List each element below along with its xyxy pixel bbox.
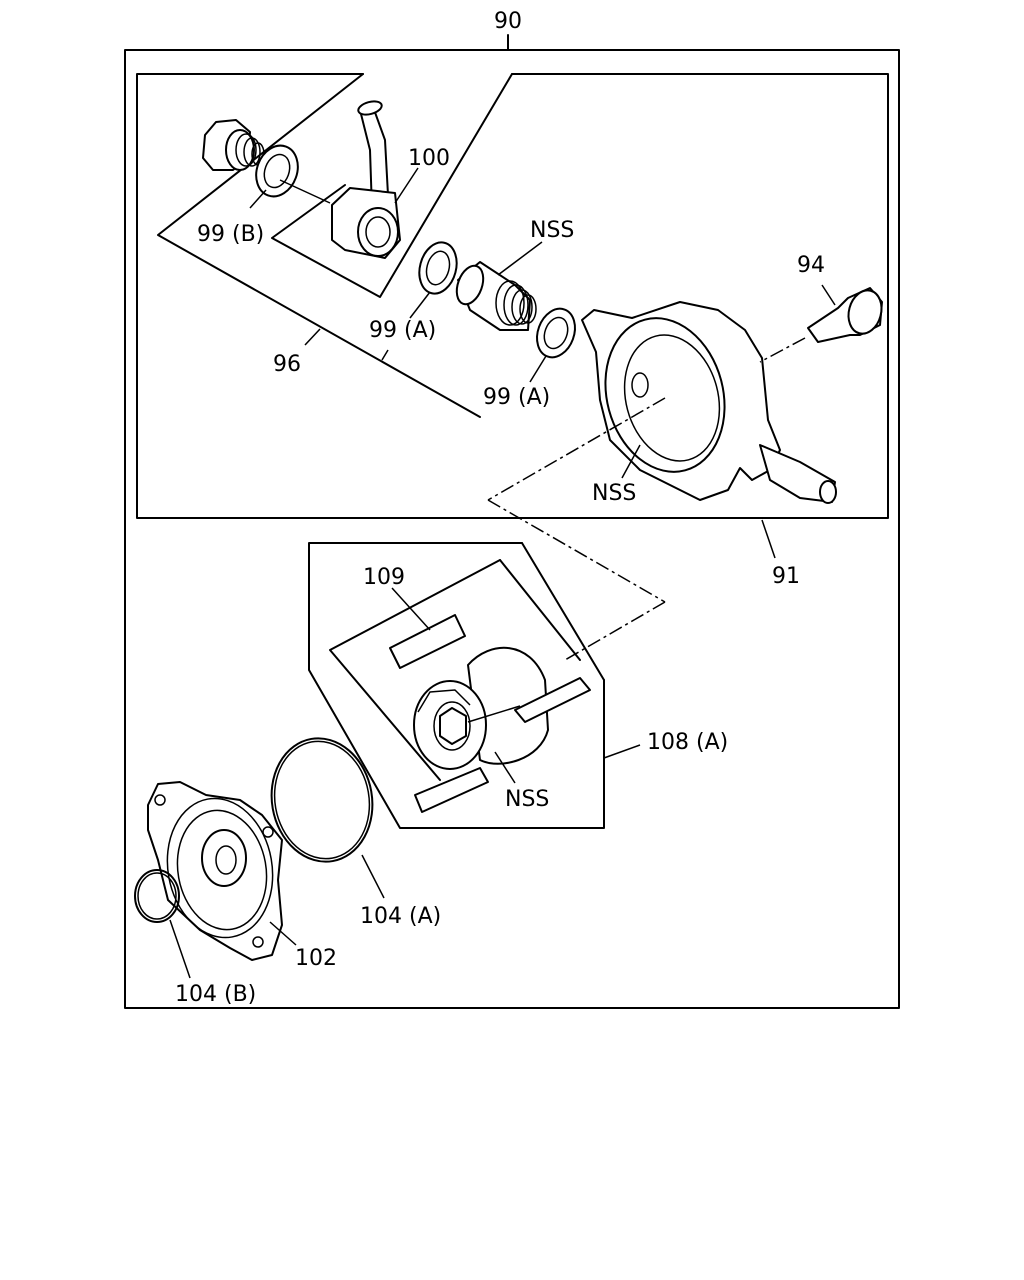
part-banjo-bolt-94: 94 [759, 253, 883, 363]
assembly-frame: 90 [124, 9, 900, 1009]
part-washer-99a-left: 99 (A) [369, 241, 458, 361]
part-banjo-fitting-100: 100 [331, 100, 450, 259]
label-109: 109 [363, 565, 405, 590]
label-104a: 104 (A) [360, 904, 441, 929]
part-o-ring-104a: 104 (A) [270, 737, 441, 929]
label-99b: 99 (B) [197, 222, 264, 247]
part-cover-plate-102: 102 [147, 781, 337, 971]
label-104b: 104 (B) [175, 982, 256, 1007]
label-102: 102 [295, 946, 337, 971]
subassembly-96-bracket: 96 [157, 73, 513, 418]
label-108a: 108 (A) [647, 730, 728, 755]
part-washer-99a-right: 99 (A) [483, 307, 576, 410]
part-cam-ring [413, 646, 549, 770]
label-99a-1: 99 (A) [369, 318, 436, 343]
label-91: 91 [772, 564, 800, 589]
part-hollow-bolt: NSS [455, 218, 574, 331]
label-94: 94 [797, 253, 825, 278]
label-nss-2: NSS [592, 481, 636, 506]
part-hex-fitting [202, 119, 265, 171]
label-99a-2: 99 (A) [483, 385, 550, 410]
label-90: 90 [494, 9, 522, 34]
part-vane-109: 109 [363, 565, 466, 669]
subassembly-108a-frame: 108 (A) [308, 542, 728, 829]
label-nss-3: NSS [505, 787, 549, 812]
alignment-lines [487, 397, 666, 661]
subassembly-91-frame: 91 [136, 73, 889, 589]
part-vanes: NSS [414, 677, 591, 813]
label-96: 96 [273, 352, 301, 377]
part-pump-housing: NSS [581, 301, 837, 506]
label-nss-1: NSS [530, 218, 574, 243]
part-washer-99b: 99 (B) [197, 144, 331, 247]
part-o-ring-104b: 104 (B) [134, 869, 256, 1007]
rotor-group-bracket [329, 559, 581, 781]
label-100: 100 [408, 146, 450, 171]
